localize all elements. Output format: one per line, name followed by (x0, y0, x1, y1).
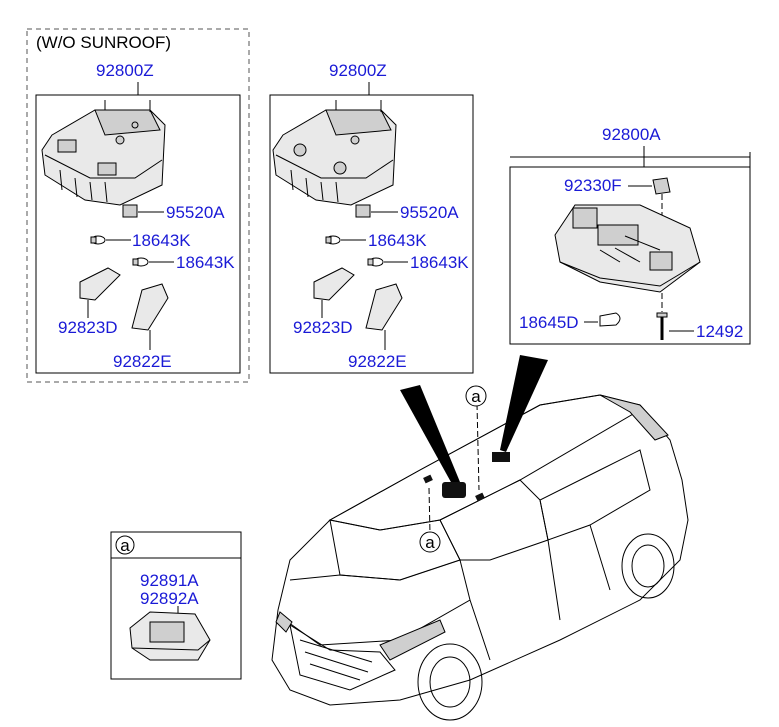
pointer-wedge (400, 385, 460, 484)
assembly-label-92800z[interactable]: 92800Z (96, 61, 154, 80)
part-label-92892a[interactable]: 92892A (140, 589, 199, 608)
panel-wo-sunroof: (W/O SUNROOF) 92800Z 95520A 18643K (26, 28, 250, 383)
vanity-lamp-on-roof (423, 474, 433, 484)
reference-circle (465, 385, 487, 407)
panel-heading: (W/O SUNROOF) (36, 33, 171, 52)
bulb-icon (599, 312, 621, 327)
panel-rear-lamp: 92800A 92330F 18645D 12492 (509, 125, 751, 345)
part-label-18643k-a[interactable]: 18643K (368, 231, 427, 250)
bulb-icon (325, 235, 341, 245)
part-label-92823d[interactable]: 92823D (293, 318, 353, 337)
part-label-18643k-b[interactable]: 18643K (410, 253, 469, 272)
assembly-label-92800a[interactable]: 92800A (602, 125, 661, 144)
console-on-roof (442, 482, 466, 498)
car-illustration: a a (271, 355, 689, 721)
lens-a-part (313, 267, 355, 301)
lens-a-part (79, 267, 121, 301)
overhead-console-drawing (272, 100, 397, 206)
lens-b-part (365, 283, 403, 331)
part-label-92822e[interactable]: 92822E (348, 352, 407, 371)
part-label-95520a[interactable]: 95520A (166, 203, 225, 222)
vanity-lamp-drawing (129, 611, 211, 661)
switch-part (122, 204, 138, 218)
screw-icon (656, 312, 668, 340)
part-label-92822e[interactable]: 92822E (113, 352, 172, 371)
panel-vanity-lamp: a 92891A 92892A (110, 531, 242, 680)
pointer-wedge (500, 355, 548, 452)
part-label-18645d[interactable]: 18645D (519, 313, 579, 332)
reference-circle (115, 535, 135, 555)
clip-part (652, 177, 671, 195)
part-label-18643k-b[interactable]: 18643K (176, 253, 235, 272)
part-label-92823d[interactable]: 92823D (58, 318, 118, 337)
vanity-lamp-on-roof (475, 492, 485, 502)
assembly-label-92800z[interactable]: 92800Z (329, 61, 387, 80)
bulb-icon (90, 235, 106, 245)
part-label-95520a[interactable]: 95520A (400, 203, 459, 222)
bulb-icon (132, 257, 149, 267)
part-label-12492[interactable]: 12492 (696, 322, 743, 341)
panel-sunroof: 92800Z 95520A 18643K 18643K (269, 61, 474, 374)
ref-label: a (120, 536, 130, 555)
lens-b-part (131, 283, 169, 331)
ref-label: a (425, 533, 435, 552)
ref-label: a (471, 387, 481, 406)
rear-lamp-drawing (554, 204, 701, 293)
rear-lamp-on-roof (492, 452, 510, 462)
part-label-92891a[interactable]: 92891A (140, 571, 199, 590)
reference-circle (419, 531, 441, 553)
overhead-console-drawing (41, 100, 166, 206)
part-label-18643k-a[interactable]: 18643K (132, 231, 191, 250)
switch-part (355, 204, 371, 218)
bulb-icon (367, 257, 384, 267)
part-label-92330f[interactable]: 92330F (564, 176, 622, 195)
